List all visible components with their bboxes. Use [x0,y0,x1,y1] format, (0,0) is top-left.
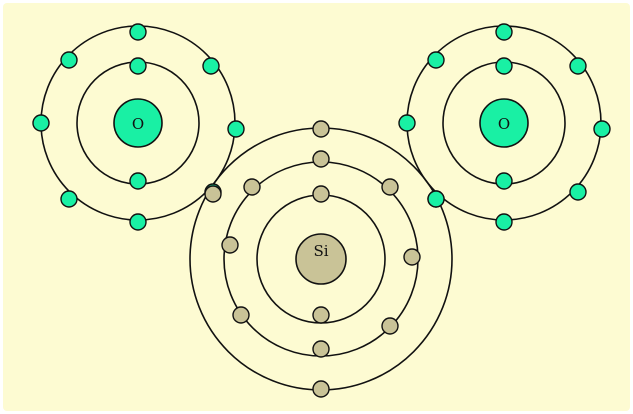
silicon-electron [312,185,330,203]
oxygen-electron [427,51,445,69]
silicon-electron [204,185,222,203]
oxygen-electron [129,213,147,231]
silicon-electron [312,120,330,138]
silicon-electron [403,248,421,266]
oxygen-electron [129,23,147,41]
silicon-electron [232,306,250,324]
oxygen-electron [569,57,587,75]
silicon-electron [221,236,239,254]
oxygen-electron [60,51,78,69]
background-panel [3,3,630,411]
nucleus-symbol: O [132,115,144,133]
oxygen-electron [427,190,445,208]
nucleus-symbol: Si [313,242,328,260]
oxygen-electron [129,172,147,190]
silicon-electron [243,178,261,196]
oxygen-electron [32,114,50,132]
oxygen-electron [569,183,587,201]
oxygen-nucleus [113,98,163,148]
silicon-electron [381,317,399,335]
oxygen-electron [60,190,78,208]
oxygen-electron [495,23,513,41]
silicon-electron [381,178,399,196]
silicon-electron [312,340,330,358]
oxygen-electron [495,213,513,231]
silicon-electron [312,380,330,398]
oxygen-electron [129,57,147,75]
oxygen-electron [202,57,220,75]
oxygen-nucleus [479,98,529,148]
oxygen-electron [495,172,513,190]
oxygen-electron [593,120,611,138]
oxygen-electron [495,57,513,75]
silicon-nucleus [295,233,347,285]
silicon-electron [312,150,330,168]
nucleus-symbol: O [498,115,510,133]
oxygen-electron [227,120,245,138]
silicon-electron [312,306,330,324]
oxygen-electron [398,114,416,132]
electrons-layer [32,23,611,398]
